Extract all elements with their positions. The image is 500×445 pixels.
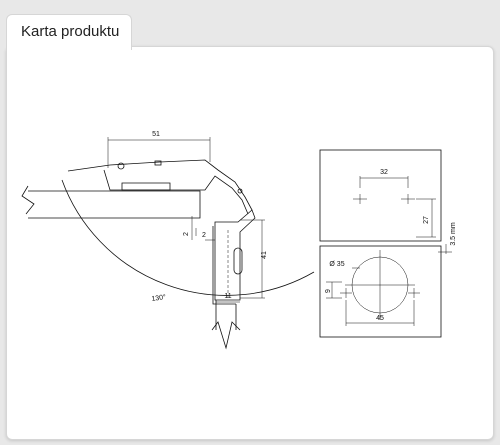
cabinet-panel	[28, 190, 201, 219]
dim-label-2-horizontal: 2	[202, 232, 206, 239]
dim-label-45: 45	[376, 315, 384, 322]
hinge-pivot-pin	[237, 188, 243, 194]
mounting-plate	[214, 209, 256, 301]
drill-pattern-box-top	[319, 149, 442, 242]
hinge-screw-head	[117, 162, 125, 170]
swing-arc	[61, 179, 315, 296]
break-line-bottom	[211, 321, 241, 350]
dim-label-diameter-35: Ø 35	[329, 261, 344, 268]
dim-label-51: 51	[152, 131, 160, 138]
mounting-plate-edge	[212, 226, 236, 305]
mounting-slot	[233, 247, 243, 275]
dim-label-41: 41	[261, 251, 268, 259]
hinge-arm-outline	[67, 159, 253, 211]
drill-pattern-box-bottom	[319, 245, 442, 338]
tab-label: Karta produktu	[21, 23, 120, 40]
hinge-adjust-screw	[154, 160, 162, 166]
dim-label-27: 27	[423, 216, 430, 224]
dim-label-11: 11	[224, 293, 231, 300]
hinge-arm-inner	[103, 169, 249, 215]
dim-label-2-vertical: 2	[183, 232, 190, 236]
dim-label-3-5mm: 3.5 mm	[450, 222, 457, 246]
tab-connector	[7, 44, 131, 52]
hinge-cup-slot	[121, 182, 171, 191]
product-card-panel	[6, 46, 494, 440]
break-line-left	[21, 185, 35, 215]
dim-label-angle: 130°	[151, 293, 167, 303]
dim-label-9: 9	[325, 289, 332, 293]
dim-label-32: 32	[380, 169, 388, 176]
